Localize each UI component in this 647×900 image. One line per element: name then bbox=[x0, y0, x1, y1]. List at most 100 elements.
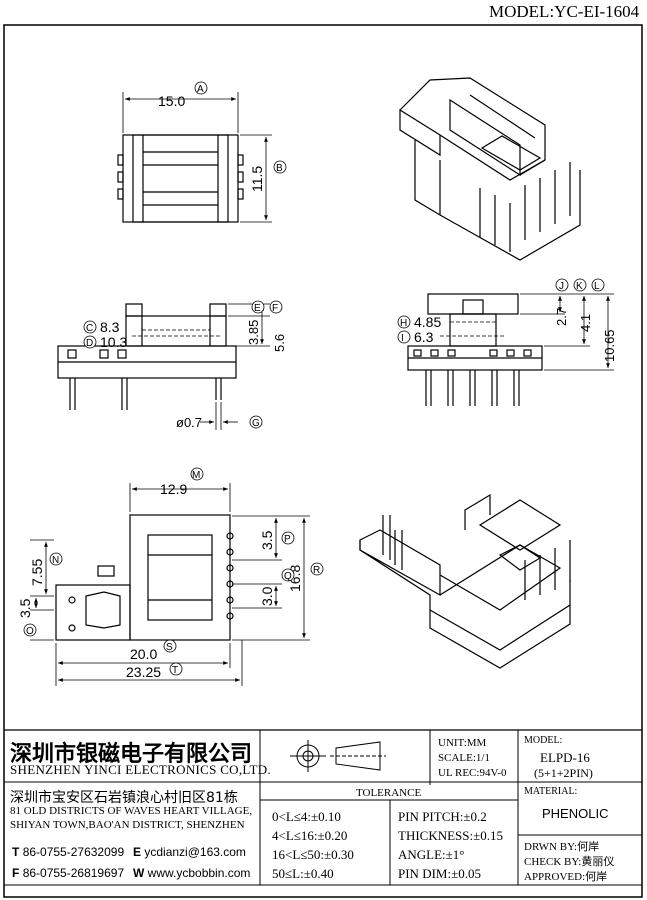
svg-text:I: I bbox=[401, 333, 404, 344]
tolerance-title: TOLERANCE bbox=[356, 787, 422, 799]
callout-c: C bbox=[83, 320, 97, 334]
svg-text:J: J bbox=[559, 281, 564, 292]
dim-bottom-p: 3.5 bbox=[259, 530, 275, 550]
dim-front-c: 8.3 bbox=[100, 319, 120, 335]
drawn-by-value: 何岸 bbox=[577, 840, 600, 853]
check-by: CHECK BY:黄丽仪 bbox=[524, 853, 614, 869]
drawn-by-label: DRWN BY: bbox=[524, 841, 578, 853]
svg-text:A: A bbox=[197, 84, 204, 95]
material-value: PHENOLIC bbox=[542, 806, 609, 821]
tolerance-row-1: 0<L≤4:±0.10 bbox=[272, 809, 341, 824]
callout-a: A bbox=[194, 81, 208, 95]
company-name-cn: 深圳市银磁电子有限公司 bbox=[10, 742, 253, 767]
svg-text:E: E bbox=[254, 303, 261, 314]
svg-text:F: F bbox=[272, 303, 278, 314]
dim-bottom-t: 23.25 bbox=[126, 664, 161, 680]
callout-q: Q bbox=[281, 568, 295, 582]
tolerance-pin-pitch: PIN PITCH:±0.2 bbox=[398, 809, 487, 824]
callout-o: O bbox=[23, 623, 37, 637]
isometric-view-bottom bbox=[359, 493, 571, 669]
callout-n: N bbox=[49, 552, 63, 566]
svg-text:H: H bbox=[400, 318, 407, 329]
callout-s: S bbox=[163, 639, 177, 653]
spec-scale: SCALE:1/1 bbox=[438, 752, 490, 764]
spec-ul-rec: UL REC:94V-0 bbox=[438, 767, 507, 779]
svg-text:G: G bbox=[252, 418, 260, 429]
approved-by-value: 何岸 bbox=[585, 870, 608, 883]
callout-g: G bbox=[249, 415, 263, 429]
tolerance-angle: ANGLE:±1° bbox=[398, 847, 465, 862]
svg-text:L: L bbox=[594, 281, 600, 292]
top-view-dims bbox=[122, 92, 272, 223]
material-label: MATERIAL: bbox=[524, 786, 578, 797]
dim-side-j: 2.7 bbox=[554, 308, 569, 326]
tolerance-pin-dim: PIN DIM:±0.05 bbox=[398, 866, 481, 881]
company-email: E ycdianzi@163.com bbox=[133, 845, 246, 859]
callout-f: F bbox=[269, 300, 283, 314]
tolerance-row-2: 4<L≤16:±0.20 bbox=[272, 828, 348, 843]
projection-symbol bbox=[290, 740, 386, 772]
side-view-dims bbox=[440, 293, 614, 371]
web-value: www.ycbobbin.com bbox=[147, 866, 251, 880]
callout-p: P bbox=[281, 531, 295, 545]
company-address-en-2: SHIYAN TOWN,BAO'AN DISTRICT, SHENZHEN bbox=[10, 819, 245, 831]
svg-text:B: B bbox=[276, 163, 283, 174]
dim-bottom-o: 3.5 bbox=[17, 598, 33, 618]
svg-text:R: R bbox=[313, 565, 320, 576]
svg-text:M: M bbox=[192, 470, 200, 481]
tolerance-thickness: THICKNESS:±0.15 bbox=[398, 828, 504, 843]
svg-text:S: S bbox=[166, 642, 173, 653]
approved-by-label: APPROVED: bbox=[524, 871, 586, 883]
model-box-line2: (5+1+2PIN) bbox=[534, 766, 593, 780]
drawn-by: DRWN BY:何岸 bbox=[524, 838, 599, 854]
fax-label: F bbox=[12, 866, 20, 880]
callout-t: T bbox=[169, 662, 183, 676]
dim-bottom-n: 7.55 bbox=[29, 559, 45, 586]
dim-top-width: 15.0 bbox=[158, 93, 185, 109]
dim-front-e: 3.85 bbox=[246, 320, 261, 345]
tel-label: T bbox=[12, 845, 20, 859]
callout-r: R bbox=[310, 562, 324, 576]
tolerance-row-3: 16<L≤50:±0.30 bbox=[272, 847, 354, 862]
check-by-value: 黄丽仪 bbox=[581, 855, 615, 868]
spec-unit: UNIT:MM bbox=[438, 737, 487, 749]
bottom-view bbox=[55, 514, 234, 641]
callout-h: H bbox=[397, 315, 411, 329]
svg-text:O: O bbox=[26, 626, 34, 637]
svg-text:K: K bbox=[576, 281, 583, 292]
web-label: W bbox=[133, 866, 145, 880]
dim-top-height: 11.5 bbox=[249, 166, 265, 192]
dim-bottom-s: 20.0 bbox=[130, 646, 157, 662]
dim-bottom-m: 12.9 bbox=[160, 481, 187, 497]
dim-bottom-q: 3.0 bbox=[259, 586, 275, 606]
front-view bbox=[57, 303, 237, 410]
top-view bbox=[117, 134, 244, 223]
dim-front-d: 10.3 bbox=[100, 334, 127, 350]
callout-m: M bbox=[190, 467, 204, 481]
email-label: E bbox=[133, 845, 142, 859]
company-tel: T 86-0755-27632099 bbox=[12, 845, 124, 859]
company-web: W www.ycbobbin.com bbox=[133, 866, 250, 880]
approved-by: APPROVED:何岸 bbox=[524, 868, 607, 884]
title-block-grid bbox=[4, 730, 642, 886]
svg-text:D: D bbox=[86, 338, 93, 349]
model-header-label: MODEL: bbox=[489, 2, 555, 21]
callout-j: J bbox=[555, 278, 569, 292]
tolerance-row-4: 50≤L:±0.40 bbox=[272, 866, 334, 881]
callout-b: B bbox=[273, 160, 287, 174]
callout-i: I bbox=[397, 330, 411, 344]
fax-value: 86-0755-26819697 bbox=[22, 866, 125, 880]
tel-value: 86-0755-27632099 bbox=[22, 845, 125, 859]
company-name-en: SHENZHEN YINCI ELECTRONICS CO,LTD. bbox=[10, 762, 271, 777]
isometric-view-top bbox=[399, 77, 581, 261]
dim-pin-dia: ø0.7 bbox=[176, 415, 202, 430]
svg-text:T: T bbox=[172, 665, 178, 676]
dim-side-h: 4.85 bbox=[414, 314, 441, 330]
svg-text:Q: Q bbox=[284, 571, 292, 582]
model-box-line1: ELPD-16 bbox=[540, 750, 590, 765]
bottom-view-dims bbox=[30, 483, 310, 686]
callout-l: L bbox=[591, 278, 605, 292]
company-fax: F 86-0755-26819697 bbox=[12, 866, 124, 880]
callout-d: D bbox=[83, 335, 97, 349]
callout-k: K bbox=[573, 278, 587, 292]
